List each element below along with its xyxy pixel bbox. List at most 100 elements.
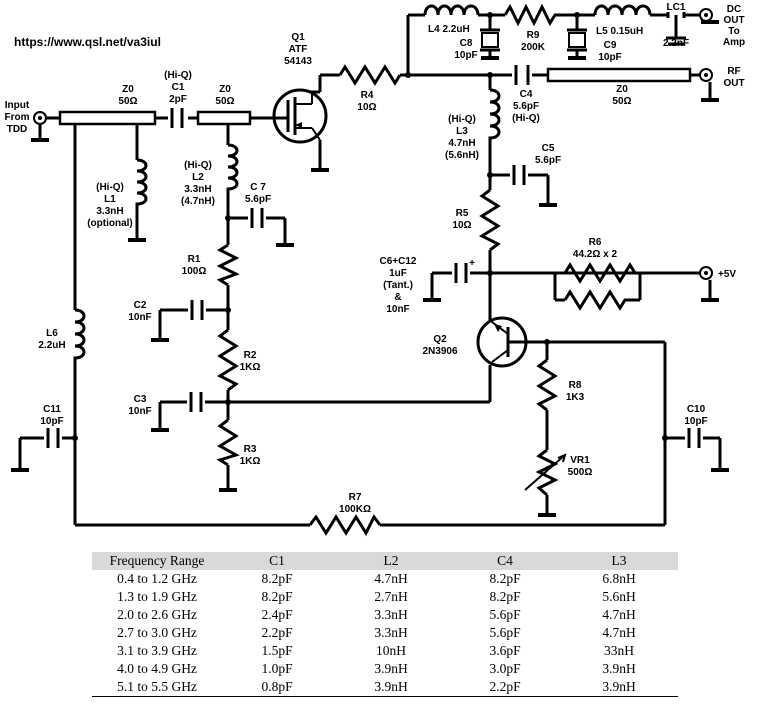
label-lc1-1: LC1 [667,2,686,13]
table-cell: 3.0pF [489,661,521,676]
label-z0-in-2: 50Ω [118,96,137,107]
label-l2-4: (4.7nH) [181,196,215,207]
label-c6-1: C6+C12 [380,256,417,267]
resistor-r7-icon [308,514,382,537]
table-cell: 3.9nH [560,678,678,697]
label-c1-1: (Hi-Q) [164,70,192,81]
label-c3-1: C3 [134,394,147,405]
supply-connector-icon [699,266,713,280]
rf-out-connector-icon [699,68,713,82]
capacitor-c11-icon [46,428,60,448]
inductor-l3-icon [488,88,501,150]
capacitor-c7-icon [250,208,264,228]
label-c6-2: 1uF [389,268,407,279]
table-cell: 2.4pF [261,607,293,622]
resistor-r8-icon [536,358,559,412]
label-c11-1: C11 [43,404,61,415]
table-row: 2.7 to 3.0 GHz 2.2pF 3.3nH 5.6pF 4.7nH [92,624,678,642]
schematic-diagram: https://www.qsl.net/va3iul [5,2,746,537]
label-r8-2: 1K3 [566,392,585,403]
label-dc-out-1: DC [727,4,741,15]
inductor-l4-icon [423,4,480,16]
label-q2-2: 2N3906 [422,346,457,357]
label-l6-1: L6 [46,328,58,339]
label-l1-3: 3.3nH [96,206,123,217]
header-c4: C4 [449,552,561,570]
label-c3-2: 10nF [128,406,151,417]
label-r6: R6 [589,237,602,248]
label-c4-3: (Hi-Q) [512,113,540,124]
resistor-r2-icon [216,328,239,392]
label-r8-1: R8 [569,380,582,391]
table-cell: 10nH [376,643,407,658]
label-c9-1: C9 [604,40,617,51]
resistor-r1-icon [216,243,240,287]
dc-out-connector-icon [699,8,713,22]
label-r4-1: R4 [361,90,374,101]
table-row: 4.0 to 4.9 GHz 1.0pF 3.9nH 3.0pF 3.9nH [92,660,678,678]
label-r4-2: 10Ω [357,102,376,113]
table-row: 1.3 to 1.9 GHz 8.2pF 2.7nH 8.2pF 5.6nH [92,588,678,606]
label-r6-value: 44.2Ω x 2 [573,249,618,260]
label-z0-out-2: 50Ω [612,96,631,107]
inductor-l5-icon [593,4,652,16]
label-c11-2: 10pF [40,416,63,427]
label-r9-2: 200K [521,42,546,53]
label-q1-2: ATF [289,44,308,55]
table-row: 3.1 to 3.9 GHz 1.5pF 10nH 3.6pF 33nH [92,642,678,660]
table-cell: 5.6nH [602,589,636,604]
table-cell: 3.9nH [602,661,636,676]
label-z0-out-1: Z0 [616,84,628,95]
table-cell: 2.2pF [449,678,561,697]
label-c6-5: 10nF [386,304,409,315]
label-r2-2: 1KΩ [240,362,261,373]
table-cell: 8.2pF [489,571,521,586]
label-c7-1: C 7 [250,182,266,193]
label-l3-1: (Hi-Q) [448,114,476,125]
label-c10-1: C10 [687,404,706,415]
label-supply: +5V [718,269,736,280]
table-cell: 2.2pF [261,625,293,640]
table-cell: 3.1 to 3.9 GHz [117,643,197,658]
label-c6-3: (Tant.) [383,280,413,291]
label-dc-out-4: Amp [723,37,745,48]
label-l6-2: 2.2uH [38,340,65,351]
label-c2-2: 10nF [128,312,151,323]
table-cell: 4.7nH [602,607,636,622]
transistor-q1-icon [272,88,328,144]
table-header-row: Frequency Range C1 L2 C4 L3 [92,552,678,570]
label-input-2: From [5,112,30,123]
label-c5-1: C5 [542,143,555,154]
capacitor-c10-icon [687,428,701,448]
table-cell: 3.6pF [489,643,521,658]
label-l1-4: (optional) [87,218,133,229]
label-l3-4: (5.6nH) [445,150,479,161]
label-c10-2: 10pF [684,416,707,427]
inductor-l1-icon [135,158,148,215]
table-row: 0.4 to 1.2 GHz 8.2pF 4.7nH 8.2pF 6.8nH [92,570,678,588]
label-dc-out-2: OUT [723,15,744,26]
transistor-q2-icon [476,316,528,368]
label-r2-1: R2 [244,350,257,361]
label-rf-out-1: RF [727,66,740,77]
capacitor-c6-icon [454,263,468,283]
resistor-r4-icon [338,64,402,86]
label-vr1-2: 500Ω [568,467,593,478]
label-c8-2: 10pF [454,50,477,61]
label-c6-plus: + [469,258,475,269]
table-cell: 6.8nH [602,571,636,586]
label-r3-2: 1KΩ [240,456,261,467]
label-c9-2: 10pF [598,52,621,63]
table-cell: 5.6pF [489,607,521,622]
resistor-r5-icon [478,188,501,252]
label-q1-3: 54143 [284,56,312,67]
capacitor-lc1-icon [666,12,686,46]
source-url: https://www.qsl.net/va3iul [14,35,161,49]
labels: Input From TDD Z0 50Ω (Hi-Q) C1 2pF Z0 5… [5,2,746,515]
table-cell: 8.2pF [489,589,521,604]
header-l3: L3 [560,552,678,570]
potentiometer-vr1-icon [524,448,567,497]
component-values-table: Frequency Range C1 L2 C4 L3 0.4 to 1.2 G… [92,552,678,697]
z0-output-line [546,67,692,83]
label-r3-1: R3 [244,444,257,455]
